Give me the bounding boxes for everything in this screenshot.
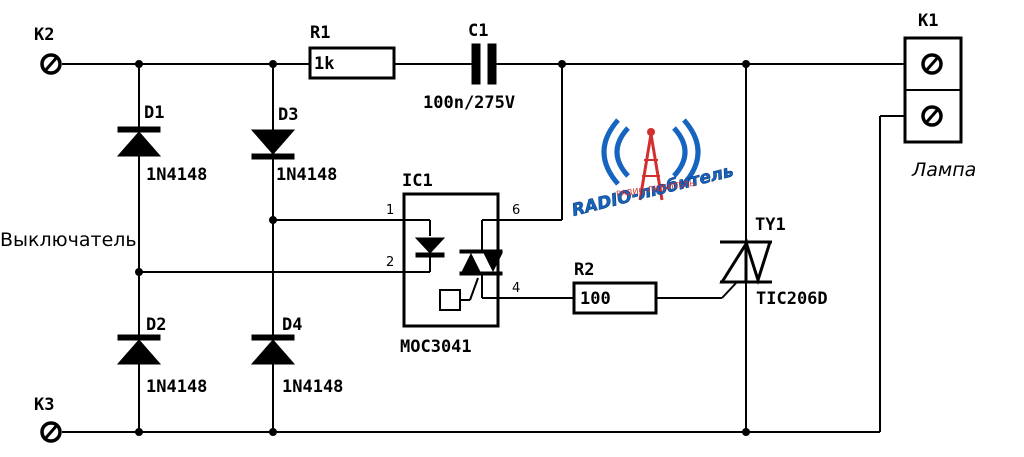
r2-value: 100	[580, 289, 611, 309]
ic1-pin-2: 2	[386, 255, 394, 270]
d2-part: 1N4148	[146, 377, 207, 397]
d4-part: 1N4148	[282, 377, 343, 397]
ty1-part: TIC206D	[756, 289, 828, 309]
diode-d4: D4 1N4148	[250, 315, 343, 397]
resistor-r1: 1k R1	[308, 23, 396, 80]
r1-ref: R1	[310, 23, 330, 43]
diode-d3: D3 1N4148	[250, 105, 337, 185]
d1-ref: D1	[144, 103, 164, 123]
ic1-pin-1: 1	[386, 203, 394, 218]
optocoupler-ic1: IC1 MOC3041 1 2 6 4	[386, 171, 520, 357]
c1-ref: C1	[468, 21, 488, 41]
terminal-k3-label: K3	[34, 395, 54, 415]
c1-value: 100n/275V	[423, 93, 515, 113]
switch-label: Выключатель	[0, 229, 137, 251]
diode-d1: D1 1N4148	[116, 103, 207, 185]
terminal-k2: K2	[34, 25, 62, 75]
ty1-ref: TY1	[755, 215, 786, 235]
diode-d2: D2 1N4148	[116, 315, 207, 397]
radio-tower-icon	[601, 118, 701, 201]
r2-ref: R2	[574, 260, 594, 280]
resistor-r2: 100 R2	[572, 260, 658, 315]
lamp-label: Лампа	[911, 159, 976, 181]
d4-ref: D4	[282, 315, 302, 335]
terminal-block-k1: K1	[903, 11, 963, 144]
d1-part: 1N4148	[146, 165, 207, 185]
ic1-pin-6: 6	[512, 203, 520, 218]
ic1-ref: IC1	[402, 171, 433, 191]
triac-ty1: TY1 TIC206D	[719, 215, 828, 309]
ic1-part: MOC3041	[400, 337, 472, 357]
terminal-k3: K3	[34, 395, 62, 443]
junctions	[135, 60, 750, 436]
terminal-k1-label: K1	[918, 11, 938, 31]
ic1-pin-4: 4	[512, 281, 520, 296]
d3-ref: D3	[278, 105, 298, 125]
capacitor-c1: C1 100n/275V	[423, 21, 515, 113]
d2-ref: D2	[146, 315, 166, 335]
d3-part: 1N4148	[276, 165, 337, 185]
terminal-k2-label: K2	[34, 25, 54, 45]
r1-value: 1k	[314, 54, 334, 74]
